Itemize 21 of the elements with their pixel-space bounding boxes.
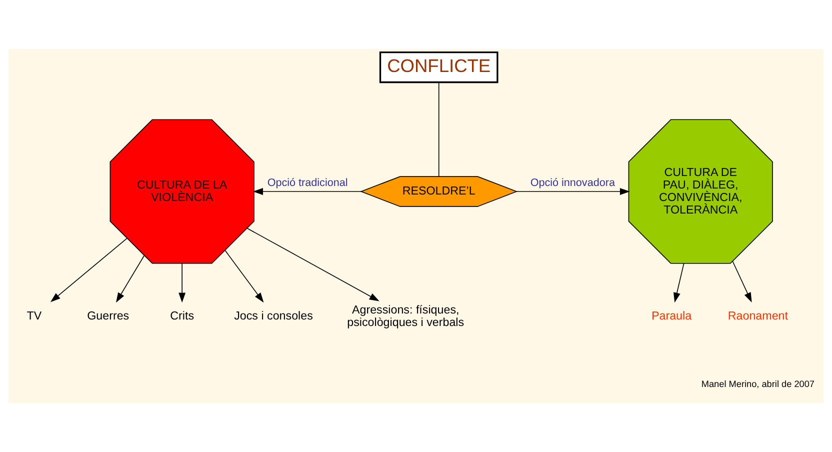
node-text: TV [26,310,42,323]
arrow [116,255,145,303]
node-text: Raonament [728,310,788,323]
edge-label: Opció tradicional [267,177,348,190]
node-text: Crits [170,310,194,323]
edge-label: Opció innovadora [530,177,615,190]
node-box: CONFLICTE [379,52,498,84]
arrow [178,263,186,303]
node-text: Paraula [651,310,692,323]
arrow [224,250,264,303]
node-text: Jocs i consoles [234,310,313,323]
arrow [674,263,684,303]
arrow [253,188,362,196]
node-text: Agressions: físiques, psicològiques i verbals [347,303,464,329]
arrow [732,260,752,303]
node-text: Guerres [87,310,130,323]
label: Manel Merino, abril de 2007 [701,379,815,390]
arrow [246,228,380,302]
arrow [516,188,630,196]
connector [438,82,440,177]
arrow [50,238,128,302]
